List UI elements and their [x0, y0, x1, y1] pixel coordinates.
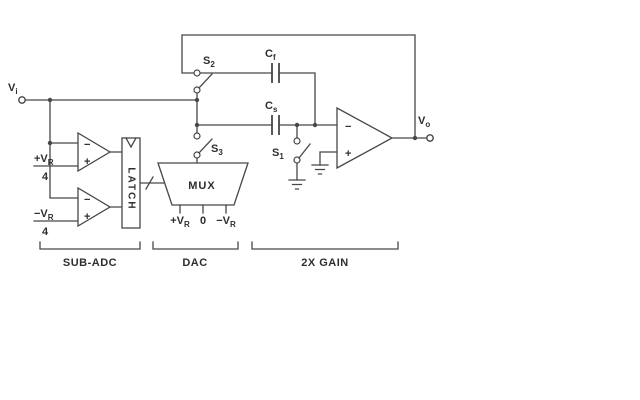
cf-wire — [199, 72, 316, 126]
junction-dot — [294, 122, 300, 128]
mux-body — [157, 162, 249, 206]
junction-dot — [312, 122, 318, 128]
vi-terminal-circle — [18, 96, 26, 104]
s1-contact-top — [293, 137, 301, 145]
s1-label: S1 — [272, 147, 284, 161]
junction-dot — [47, 97, 53, 103]
s3-contact-top — [193, 132, 201, 140]
ground-bars-opamp — [311, 164, 329, 175]
switch-s1: S1 — [272, 137, 311, 164]
ground-bars-s1 — [288, 179, 306, 190]
s3-label: S3 — [211, 143, 223, 157]
vi-terminal: Vi — [8, 82, 26, 104]
opamp: − + — [336, 106, 394, 170]
comparator-1: − + — [77, 131, 112, 173]
section-label-gain: 2X GAIN — [301, 257, 349, 269]
section-brace-subadc — [39, 241, 141, 250]
latch-clock-wedge-icon — [125, 137, 137, 149]
comp1-ref-label: +VR — [34, 153, 54, 167]
comparator-1-plus-sign: + — [84, 156, 90, 168]
comparator-2-body — [77, 186, 112, 228]
comp1-ref-denominator: 4 — [42, 171, 49, 183]
section-dac: DAC — [152, 241, 239, 269]
latch-block: LATCH — [121, 137, 141, 229]
mux-input-stubs — [179, 204, 227, 214]
mux-input-label-zero: 0 — [200, 215, 206, 227]
opamp-body — [336, 106, 394, 170]
junction-dot — [194, 122, 200, 128]
latch-label: LATCH — [125, 167, 136, 210]
comp2-reference: −VR 4 — [34, 208, 54, 238]
feedback-wire — [181, 34, 416, 139]
comparator-2-minus-sign: − — [84, 194, 90, 206]
cs-plates — [271, 115, 280, 135]
cf-plates — [271, 63, 280, 83]
s3-arm — [198, 138, 213, 154]
switch-s2: S2 — [193, 55, 215, 94]
comparator-2: − + — [77, 186, 112, 228]
mux-label: MUX — [188, 180, 215, 192]
ground-icon-s1 — [288, 179, 306, 190]
s2-arm — [198, 73, 213, 89]
opamp-plus-sign: + — [345, 148, 351, 160]
s1-contact-bottom — [293, 156, 301, 164]
comp2-ref-denominator: 4 — [42, 226, 49, 238]
section-label-subadc: SUB-ADC — [63, 257, 117, 269]
ground-icon-opamp — [311, 164, 329, 175]
capacitor-cf: Cf — [265, 48, 280, 83]
subadc-tap-wire — [49, 99, 79, 199]
vo-label: Vo — [418, 115, 430, 129]
comp1-reference: +VR 4 — [34, 153, 54, 183]
comparator-1-body — [77, 131, 112, 173]
comp-output-wires — [109, 151, 123, 208]
latch-body — [121, 137, 141, 229]
vo-terminal-circle — [426, 134, 434, 142]
capacitor-cs: Cs — [265, 100, 280, 135]
switch-s3: S3 — [193, 132, 223, 159]
junction-dot — [194, 97, 200, 103]
opamp-minus-sign: − — [345, 121, 351, 133]
s3-contact-bottom — [193, 151, 201, 159]
comp2-ref-label: −VR — [34, 208, 54, 222]
bus-width-slash — [145, 176, 154, 190]
junction-dot — [47, 140, 53, 146]
s2-label: S2 — [203, 55, 215, 69]
opamp-pos-input-wire — [319, 151, 338, 166]
comparator-2-plus-sign: + — [84, 211, 90, 223]
section-brace-dac — [152, 241, 239, 250]
cs-label: Cs — [265, 100, 278, 114]
s1-arm — [298, 143, 311, 159]
section-label-dac: DAC — [182, 257, 207, 269]
section-brace-gain — [251, 241, 399, 250]
mux-input-label-minus-vr: −VR — [216, 215, 236, 229]
vo-terminal: Vo — [418, 115, 434, 142]
mux-input-label-plus-vr: +VR — [170, 215, 190, 229]
section-subadc: SUB-ADC — [39, 241, 141, 269]
cf-label: Cf — [265, 48, 276, 62]
vi-label: Vi — [8, 82, 18, 96]
s2-contact-bottom — [193, 86, 201, 94]
junction-dot — [412, 135, 418, 141]
comparator-1-minus-sign: − — [84, 139, 90, 151]
section-gain: 2X GAIN — [251, 241, 399, 269]
mux-block: MUX +VR 0 −VR — [157, 162, 249, 229]
junction-dots — [47, 97, 418, 146]
s2-contact-top — [193, 69, 201, 77]
